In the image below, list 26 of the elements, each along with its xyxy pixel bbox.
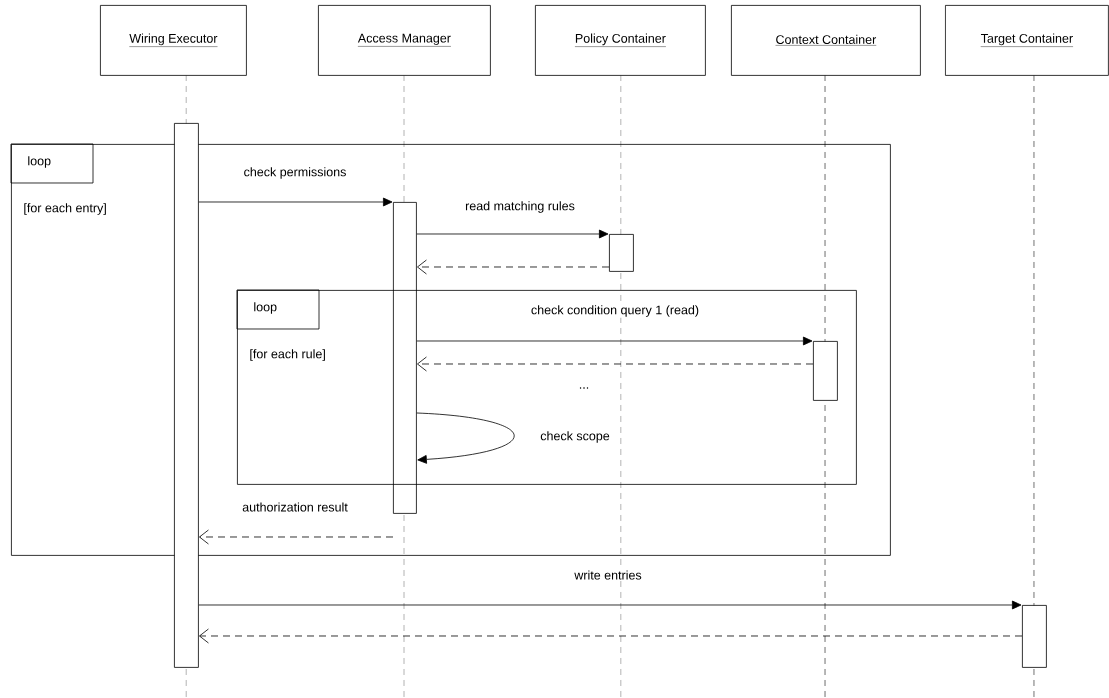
lifeline-head-box: Wiring Executor (100, 5, 247, 76)
ellipsis-label: ... (579, 387, 589, 389)
message-arrow (417, 259, 610, 275)
edge-label: read matching rules (464, 200, 576, 214)
activation-bar (174, 123, 199, 668)
lifeline-head-box: Access Manager (318, 5, 491, 76)
message-arrow (416, 229, 609, 239)
message-arrow (416, 412, 515, 464)
lifeline-head-box: Policy Container (535, 5, 706, 76)
edge-label: check condition query 1 (read) (529, 304, 701, 318)
message-arrow (199, 529, 394, 545)
message-arrow (198, 197, 393, 207)
lifeline-head-box: Target Container (945, 5, 1109, 76)
lifeline-head-box: Context Container (731, 5, 921, 76)
activation-bar (609, 234, 634, 272)
edge-label: check scope (539, 430, 611, 444)
activation-bar (393, 202, 417, 514)
message-arrow (417, 356, 814, 372)
activation-bar (1022, 605, 1047, 668)
message-arrow (198, 600, 1022, 610)
edge-label: authorization result (241, 501, 349, 513)
edge-label: check permissions (242, 166, 348, 180)
activation-bar (813, 341, 838, 401)
edge-label: write entries (573, 569, 643, 581)
message-arrow (416, 336, 813, 346)
message-arrow (199, 628, 1023, 644)
